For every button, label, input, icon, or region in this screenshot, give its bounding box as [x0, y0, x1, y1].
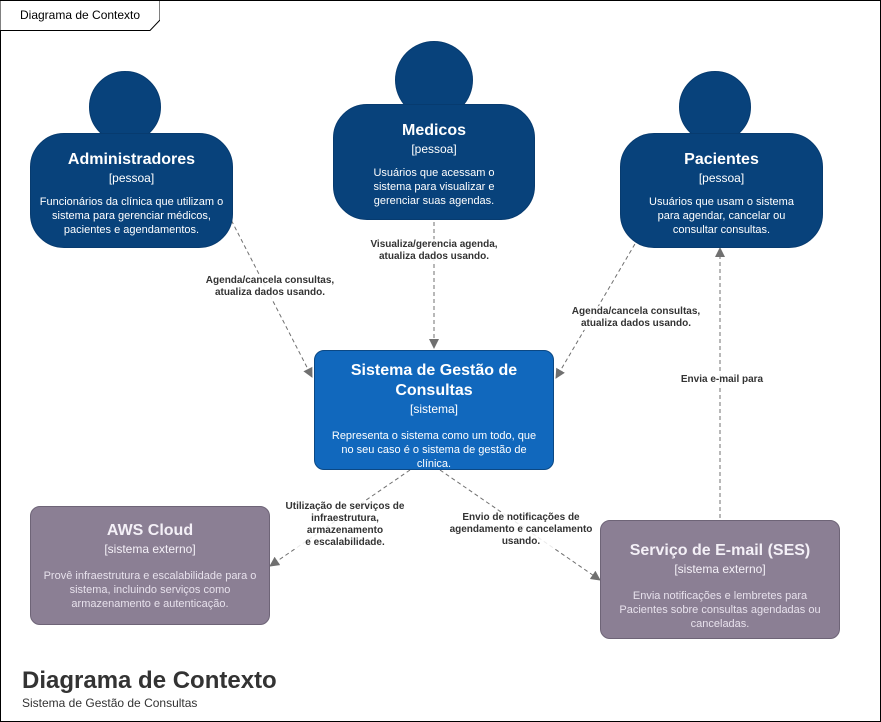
edge-label-system-aws: Utilização de serviços de infraestrutura…	[275, 501, 415, 549]
edge-label-medicos-system: Visualiza/gerencia agenda, atualiza dado…	[364, 239, 504, 263]
person-pacientes-title: Pacientes	[684, 151, 759, 168]
diagram-tab	[0, 0, 160, 31]
external-aws-cloud[interactable]: AWS Cloud [sistema externo] Provê infrae…	[30, 506, 270, 625]
person-head-pacientes	[679, 71, 751, 143]
person-admins[interactable]: Administradores [pessoa] Funcionários da…	[30, 133, 233, 248]
system-title: Sistema de Gestão de Consultas	[350, 362, 518, 399]
edge-label-ses-pacientes: Envia e-mail para	[670, 374, 774, 386]
footer-title: Diagrama de Contexto	[22, 667, 277, 694]
aws-title: AWS Cloud	[106, 522, 194, 539]
system-gestao-consultas[interactable]: Sistema de Gestão de Consultas [sistema]…	[314, 350, 554, 470]
ses-title: Serviço de E-mail (SES)	[629, 542, 811, 559]
edge-label-admins-system: Agenda/cancela consultas, atualiza dados…	[200, 275, 340, 299]
footer-subtitle: Sistema de Gestão de Consultas	[22, 696, 198, 710]
person-pacientes-desc: Usuários que usam o sistema para agendar…	[649, 196, 794, 236]
person-admins-type: [pessoa]	[108, 171, 155, 185]
ses-desc: Envia notificações e lembretes para Paci…	[619, 590, 821, 630]
ses-type: [sistema externo]	[674, 562, 766, 576]
edge-label-pacientes-system: Agenda/cancela consultas, atualiza dados…	[566, 306, 706, 330]
edge-system-ses	[439, 469, 601, 581]
aws-type: [sistema externo]	[104, 542, 196, 556]
edge-pacientes-system	[555, 231, 643, 379]
person-medicos-desc: Usuários que acessam o sistema para visu…	[373, 167, 495, 207]
person-medicos[interactable]: Medicos [pessoa] Usuários que acessam o …	[333, 104, 535, 220]
edge-label-system-ses: Envio de notificações de agendamento e c…	[446, 512, 596, 548]
person-medicos-type: [pessoa]	[411, 142, 457, 156]
person-admins-title: Administradores	[67, 151, 196, 168]
diagram-tab-title: Diagrama de Contexto	[20, 8, 141, 22]
person-admins-desc: Funcionários da clínica que utilizam o s…	[39, 196, 224, 236]
external-ses[interactable]: Serviço de E-mail (SES) [sistema externo…	[600, 520, 840, 639]
edge-admins-system	[224, 207, 313, 378]
system-desc: Representa o sistema como um todo, que n…	[331, 430, 537, 470]
person-medicos-title: Medicos	[401, 122, 466, 139]
person-pacientes[interactable]: Pacientes [pessoa] Usuários que usam o s…	[620, 133, 823, 248]
aws-desc: Provê infraestrutura e escalabilidade pa…	[43, 570, 257, 610]
person-pacientes-type: [pessoa]	[698, 171, 745, 185]
system-type: [sistema]	[409, 402, 458, 416]
